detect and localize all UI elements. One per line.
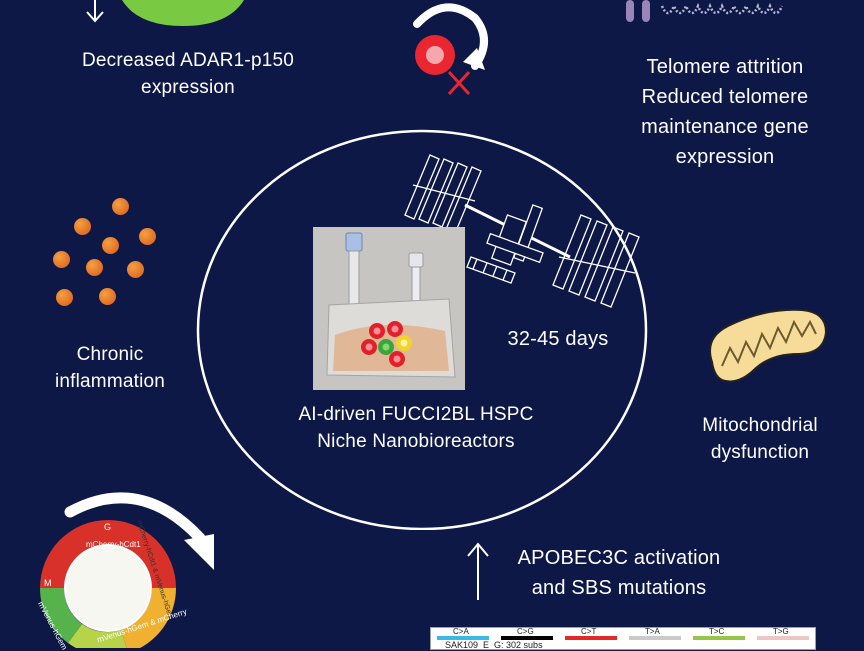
mutation-category-label: T>G	[773, 627, 789, 636]
cell-cycle-red-label: mCherry-hCdt1	[86, 540, 141, 549]
apobec-label: APOBEC3C activation and SBS mutations	[517, 547, 721, 599]
mutation-sample-label: SAK109_E_G: 302 subs	[445, 640, 543, 650]
mutation-category-strip	[629, 636, 681, 640]
mutation-category-label: T>A	[645, 627, 660, 636]
chromosome-icon	[626, 0, 784, 22]
adar-label: Decreased ADAR1-p150 expression	[81, 50, 295, 98]
inflammation-dot	[102, 237, 119, 254]
inflammation-label: Chronic inflammation	[54, 344, 166, 392]
space-station-icon	[404, 154, 640, 308]
mutation-category-label: C>T	[581, 627, 597, 636]
mutation-category-strip	[693, 636, 745, 640]
mutation-category-strip	[501, 636, 553, 640]
inflammation-dot	[56, 289, 73, 306]
inflammation-dot	[127, 261, 144, 278]
cell-cycle-wheel	[40, 492, 214, 648]
telomere-label: Telomere attrition Reduced telomere main…	[641, 56, 809, 168]
mutation-signature-panel: C>A C>G C>T T>A T>C T>G SAK109_E_G: 302 subs	[430, 627, 816, 650]
adar-blob-icon	[122, 0, 244, 26]
mutation-category-strip	[757, 636, 809, 640]
inflammation-dot	[99, 288, 116, 305]
mutation-category-label: T>C	[709, 627, 725, 636]
mito-label: Mitochondrial dysfunction	[702, 415, 818, 463]
cell-cycle-g-label: G	[104, 522, 112, 532]
bioreactor-photo	[313, 227, 465, 390]
inflammation-dot	[139, 228, 156, 245]
down-arrow-icon	[86, 0, 104, 23]
center-label: AI-driven FUCCI2BL HSPC Niche Nanobiorea…	[298, 404, 534, 452]
up-arrow-icon	[467, 542, 489, 600]
mutation-category-label: C>A	[453, 627, 469, 636]
mutation-category-strip	[565, 636, 617, 640]
mutation-category-label: C>G	[517, 627, 534, 636]
inflammation-dot	[112, 198, 129, 215]
cell-cycle-m-label: M	[44, 578, 52, 588]
inflammation-dot	[53, 251, 70, 268]
inflammation-dot	[74, 218, 91, 235]
inflammation-dot	[86, 259, 103, 276]
cell-exit-icon	[413, 3, 488, 96]
niche-ellipse	[196, 129, 648, 530]
mutation-category-strip	[437, 636, 489, 640]
days-label: 32-45 days	[507, 328, 609, 350]
mitochondria-icon	[709, 308, 828, 383]
